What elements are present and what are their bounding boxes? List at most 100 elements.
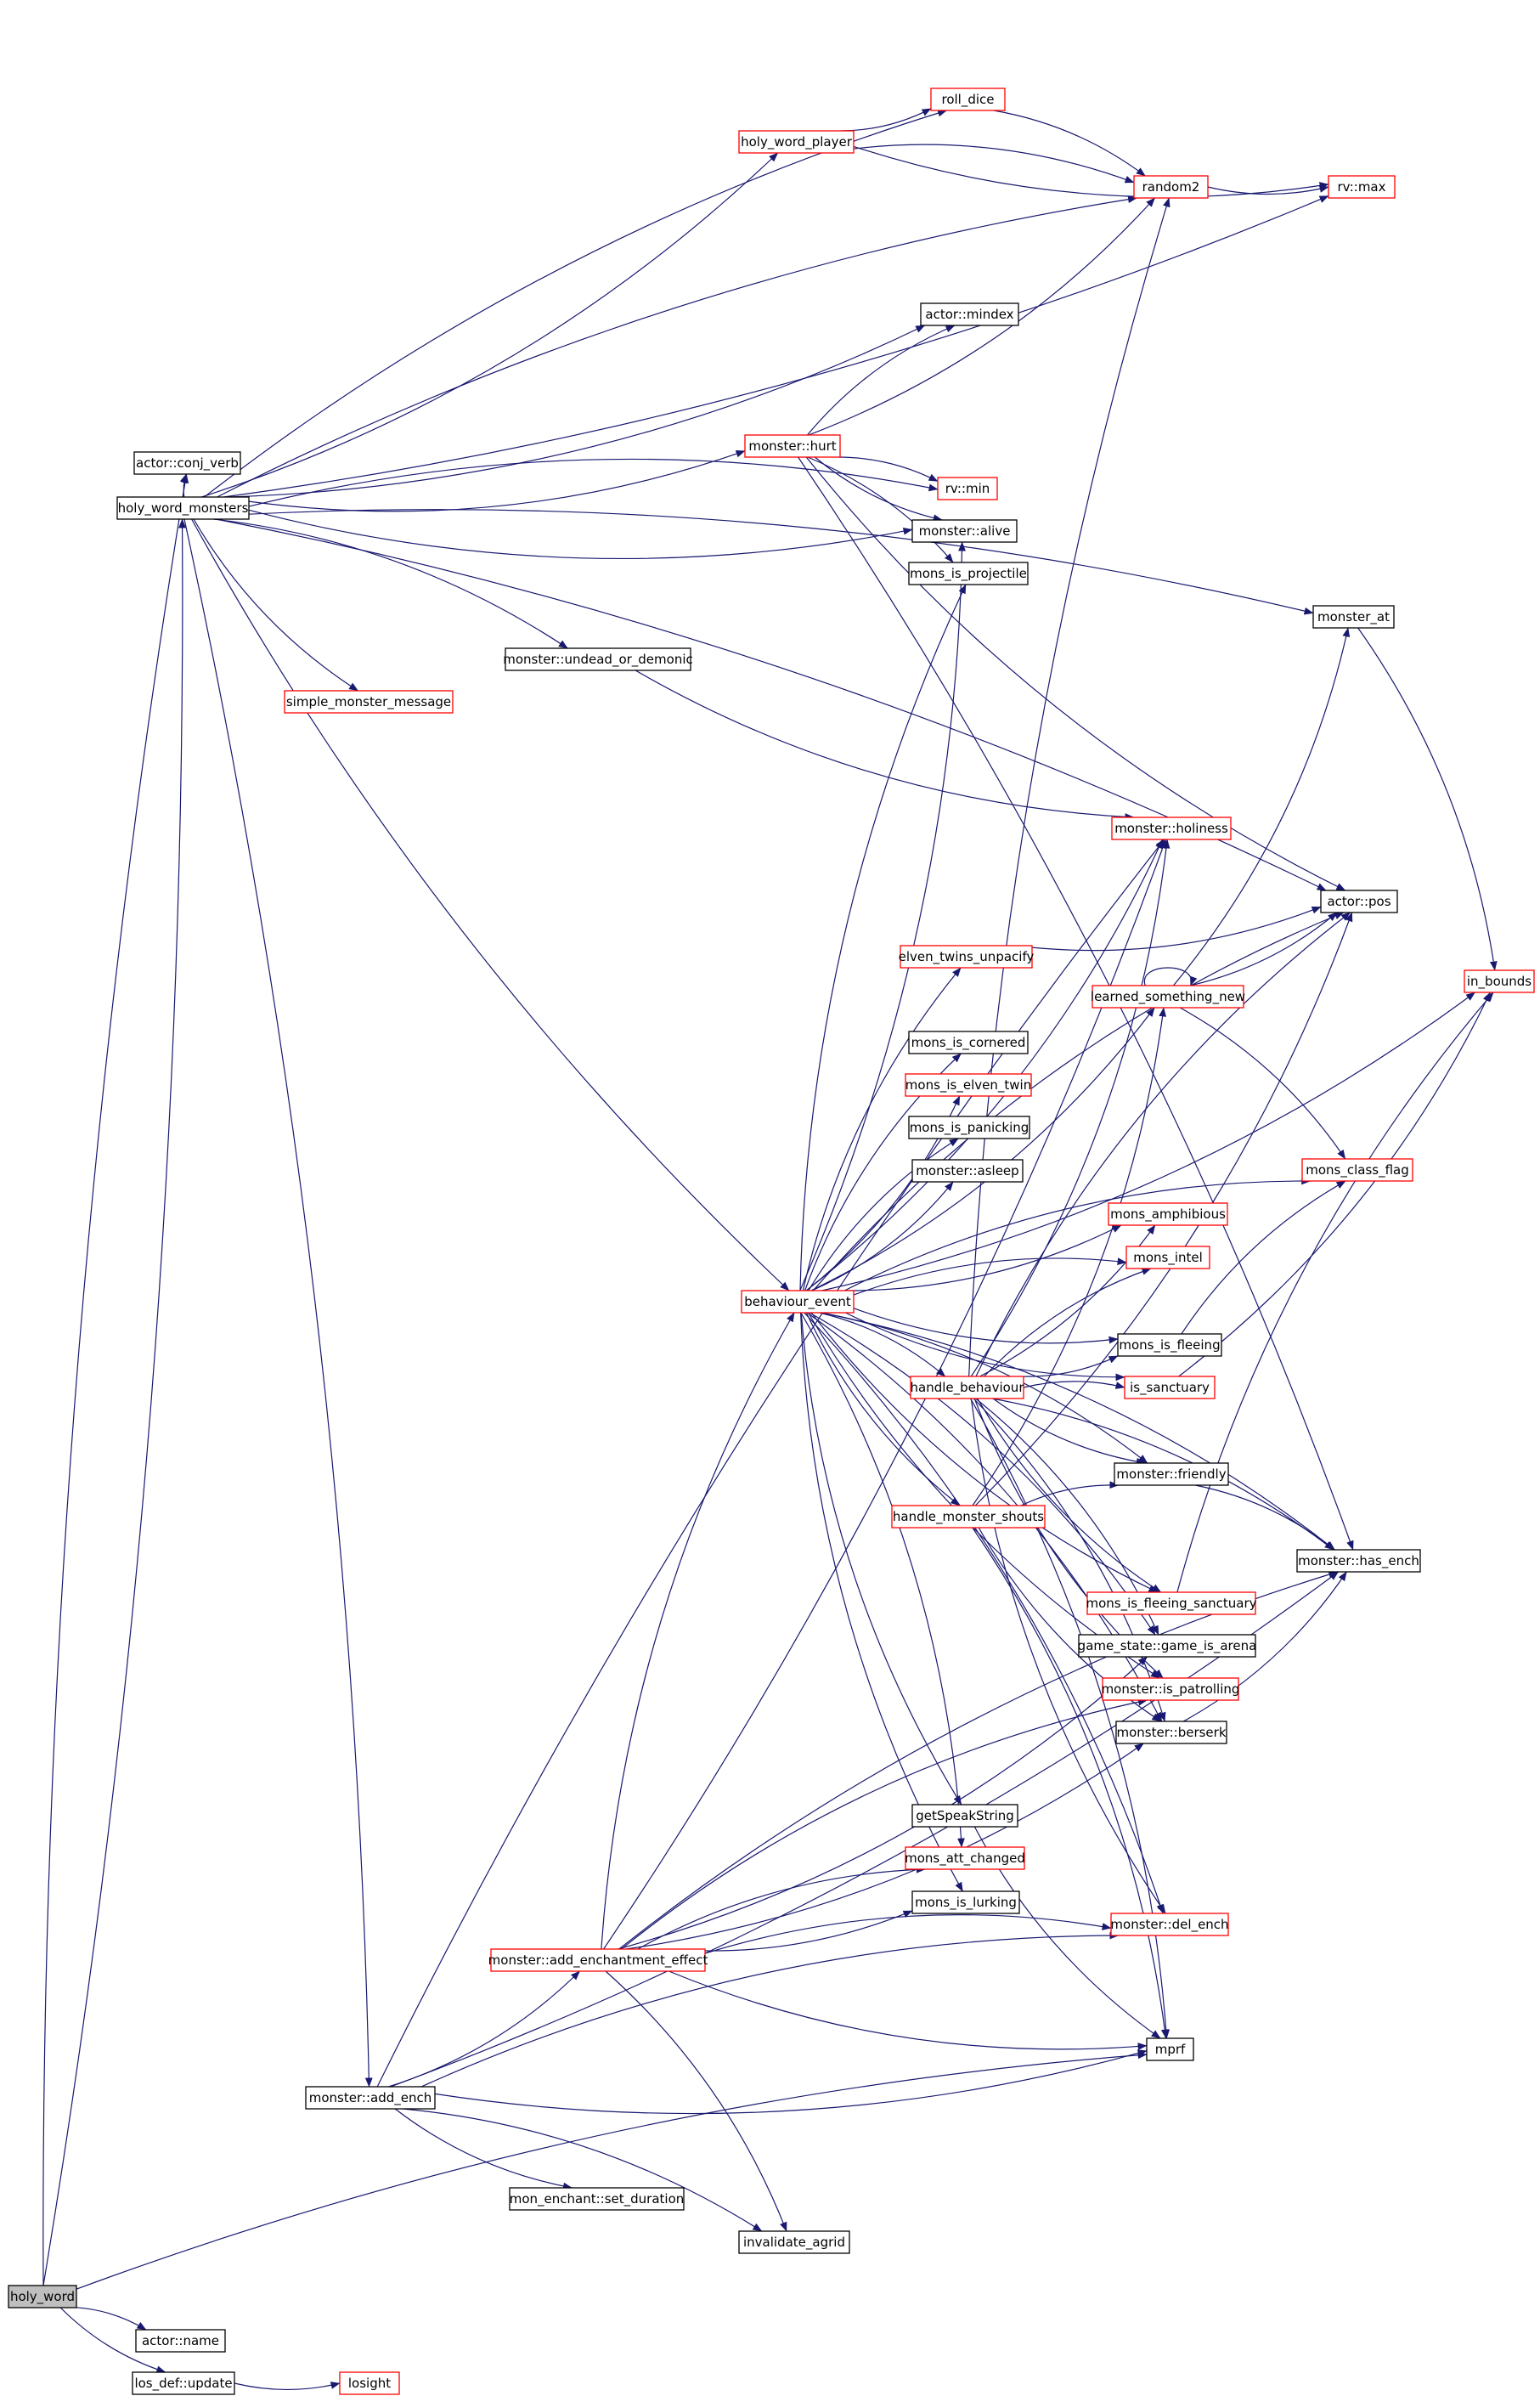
node-rv-min[interactable]: rv::min — [937, 477, 998, 500]
node-actor-conj-verb[interactable]: actor::conj_verb — [133, 451, 241, 475]
node-monster-add-ench[interactable]: monster::add_ench — [305, 2086, 436, 2110]
node-invalidate-agrid[interactable]: invalidate_agrid — [738, 2230, 850, 2254]
node-box — [133, 451, 241, 475]
node-is-sanctuary[interactable]: is_sanctuary — [1124, 1376, 1216, 1399]
edge-holy-word-monsters-to-actor-mindex — [228, 325, 926, 498]
node-box — [1312, 605, 1395, 629]
node-mons-class-flag[interactable]: mons_class_flag — [1301, 1158, 1413, 1182]
edge-holy-word-to-actor-conj-verb — [42, 473, 189, 2286]
node-learned-something-new[interactable]: learned_something_new — [1091, 985, 1245, 1009]
node-elven-twins-unpacify[interactable]: elven_twins_unpacify — [899, 945, 1035, 969]
node-label: mons_is_fleeing_sanctuary — [1086, 1596, 1256, 1612]
node-behaviour-event[interactable]: behaviour_event — [741, 1290, 855, 1314]
edge-monster-add-enchantment-effect-to-mprf — [668, 1970, 1148, 2050]
edge-behaviour-event-to-actor-pos — [812, 912, 1345, 1291]
edge-monster-add-ench-to-mon-enchant-set-duration — [394, 2108, 573, 2190]
edge-holy-word-monsters-to-rv-max — [223, 195, 1329, 498]
node-box — [132, 2371, 235, 2395]
node-box — [891, 1505, 1046, 1529]
node-monster-add-enchantment-effect[interactable]: monster::add_enchantment_effect — [488, 1948, 708, 1972]
node-label: actor::pos — [1327, 894, 1391, 909]
edge-holy-word-monsters-to-monster-add-ench — [183, 518, 373, 2088]
node-mons-is-projectile[interactable]: mons_is_projectile — [908, 562, 1029, 585]
node-simple-monster-message[interactable]: simple_monster_message — [284, 690, 454, 714]
node-box — [1117, 1333, 1222, 1357]
node-los-def-update[interactable]: los_def::update — [132, 2371, 235, 2395]
node-holy-word-monsters[interactable]: holy_word_monsters — [116, 496, 250, 520]
edge-monster-hurt-to-mons-is-projectile — [807, 456, 954, 563]
node-mons-is-elven-twin[interactable]: mons_is_elven_twin — [905, 1073, 1032, 1097]
node-label: is_sanctuary — [1130, 1380, 1210, 1396]
node-monster-holiness[interactable]: monster::holiness — [1111, 817, 1232, 840]
node-mons-att-changed[interactable]: mons_att_changed — [905, 1846, 1025, 1870]
node-monster-friendly[interactable]: monster::friendly — [1114, 1462, 1229, 1486]
edge-behaviour-event-to-getSpeakString — [800, 1312, 962, 1805]
node-label: roll_dice — [941, 92, 994, 108]
edge-monster-add-ench-to-monster-holiness — [376, 839, 1165, 2088]
node-box — [738, 2230, 850, 2254]
node-actor-pos[interactable]: actor::pos — [1320, 890, 1398, 913]
node-holy-word-player[interactable]: holy_word_player — [738, 130, 855, 154]
node-roll-dice[interactable]: roll_dice — [930, 88, 1006, 111]
edge-handle-behaviour-to-monster-berserk — [973, 1398, 1166, 1722]
node-mprf[interactable]: mprf — [1146, 2037, 1194, 2061]
node-box — [920, 302, 1019, 326]
node-handle-behaviour[interactable]: handle_behaviour — [910, 1376, 1025, 1399]
node-monster-has-ench[interactable]: monster::has_ench — [1296, 1549, 1421, 1573]
edge-random2-to-rv-max — [1207, 185, 1329, 195]
node-box — [509, 2187, 685, 2211]
edge-handle-behaviour-to-random2 — [968, 197, 1171, 1377]
node-mons-is-fleeing[interactable]: mons_is_fleeing — [1117, 1333, 1222, 1357]
node-monster-undead-or-demonic[interactable]: monster::undead_or_demonic — [503, 647, 693, 671]
node-label: invalidate_agrid — [743, 2235, 845, 2251]
edge-behaviour-event-to-mons-class-flag — [844, 1177, 1312, 1291]
node-mons-is-panicking[interactable]: mons_is_panicking — [908, 1116, 1030, 1139]
node-game-state-game-is-arena[interactable]: game_state::game_is_arena — [1078, 1634, 1257, 1658]
node-mons-is-lurking[interactable]: mons_is_lurking — [911, 1890, 1020, 1914]
node-box — [908, 1116, 1030, 1139]
node-in-bounds[interactable]: in_bounds — [1464, 969, 1535, 993]
node-label: holy_word — [10, 2289, 75, 2305]
node-label: handle_monster_shouts — [893, 1509, 1044, 1525]
node-monster-del-ench[interactable]: monster::del_ench — [1110, 1913, 1229, 1936]
node-monster-asleep[interactable]: monster::asleep — [911, 1159, 1024, 1183]
node-monster-hurt[interactable]: monster::hurt — [744, 434, 841, 458]
edge-monster-add-ench-to-monster-add-enchantment-effect — [388, 1970, 580, 2088]
node-label: rv::min — [945, 481, 990, 496]
edge-monster-hurt-to-rv-min — [838, 456, 939, 483]
node-getSpeakString[interactable]: getSpeakString — [911, 1804, 1018, 1828]
edge-holy-word-monsters-to-rv-min — [248, 458, 939, 507]
node-mons-amphibious[interactable]: mons_amphibious — [1108, 1202, 1228, 1226]
node-holy-word[interactable]: holy_word — [8, 2285, 77, 2308]
node-monster-alive[interactable]: monster::alive — [911, 519, 1018, 543]
edge-holy-word-monsters-to-monster-alive — [248, 509, 913, 560]
node-monster-is-patrolling[interactable]: monster::is_patrolling — [1102, 1677, 1240, 1701]
node-random2[interactable]: random2 — [1133, 175, 1209, 199]
edge-monster-hurt-to-random2 — [808, 197, 1155, 436]
node-losight[interactable]: losight — [339, 2371, 400, 2395]
node-label: actor::conj_verb — [136, 455, 239, 472]
node-box — [738, 130, 855, 154]
node-actor-mindex[interactable]: actor::mindex — [920, 302, 1019, 326]
node-box — [908, 1031, 1029, 1054]
node-box — [284, 690, 454, 714]
node-rv-max[interactable]: rv::max — [1328, 175, 1396, 199]
node-box — [305, 2086, 436, 2110]
node-label: monster::berserk — [1116, 1725, 1226, 1740]
node-monster-at[interactable]: monster_at — [1312, 605, 1395, 629]
nodes-layer: holy_word actor::conj_verbholy_word_monst… — [8, 88, 1535, 2395]
node-box — [116, 496, 250, 520]
node-mons-intel[interactable]: mons_intel — [1125, 1246, 1210, 1269]
node-handle-monster-shouts[interactable]: handle_monster_shouts — [891, 1505, 1046, 1529]
node-box — [905, 1846, 1025, 1870]
node-mons-is-cornered[interactable]: mons_is_cornered — [908, 1031, 1029, 1054]
node-label: mons_intel — [1133, 1250, 1203, 1266]
edge-monster-undead-or-demonic-to-monster-holiness — [635, 670, 1135, 821]
node-mons-is-fleeing-sanctuary[interactable]: mons_is_fleeing_sanctuary — [1086, 1591, 1257, 1615]
edge-behaviour-event-to-mons-intel — [853, 1257, 1127, 1296]
node-monster-berserk[interactable]: monster::berserk — [1115, 1721, 1227, 1744]
edge-behaviour-event-to-handle-behaviour — [819, 1312, 946, 1377]
node-mon-enchant-set-duration[interactable]: mon_enchant::set_duration — [509, 2187, 685, 2211]
node-actor-name[interactable]: actor::name — [135, 2329, 226, 2353]
